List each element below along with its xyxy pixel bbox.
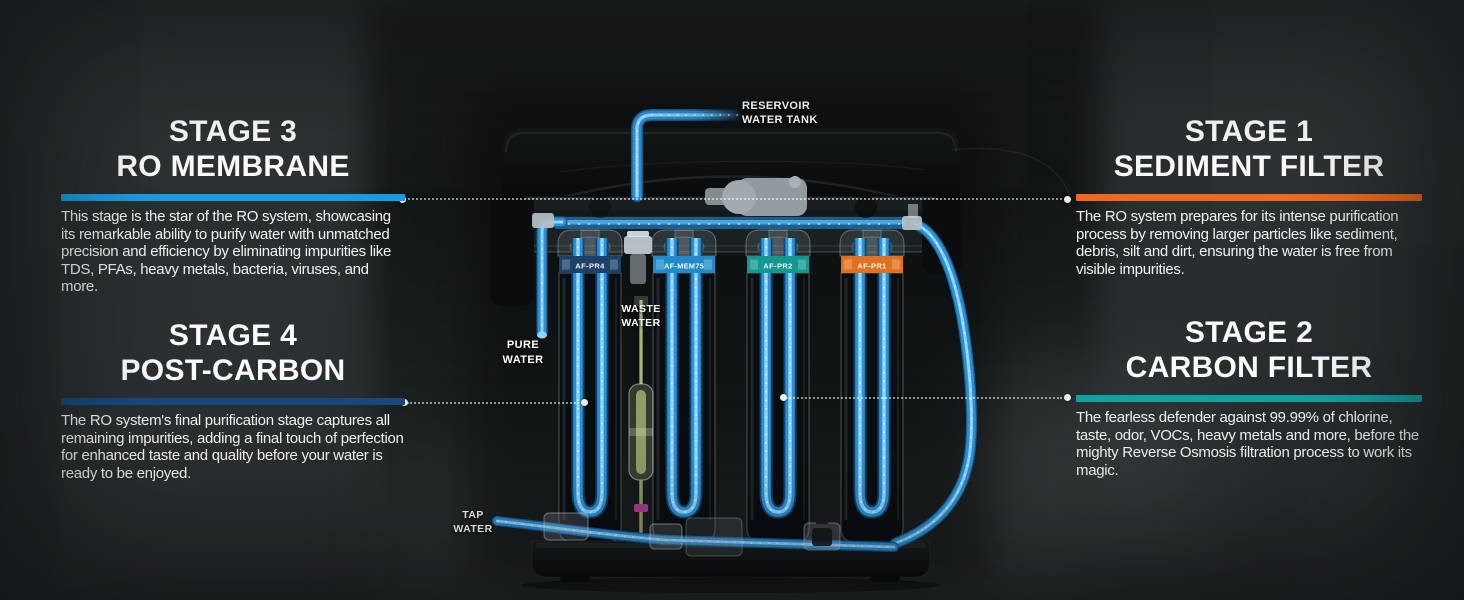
valve-block [685, 517, 743, 557]
tap-water-label: TAP WATER [450, 509, 496, 536]
stage-4-description: The RO system's final purification stage… [61, 412, 404, 482]
droplet-badge [610, 259, 618, 270]
stage-4-title-line2: POST-CARBON [120, 354, 346, 387]
droplet-badge [798, 259, 806, 270]
stage-2-title-line2: CARBON FILTER [1125, 351, 1373, 384]
stage-3-accent-bar [61, 194, 405, 201]
filter-label-band [653, 256, 715, 273]
droplet-badge [892, 259, 900, 270]
stage-2-accent-bar [1076, 395, 1422, 402]
tap-label-line1: TAP [462, 509, 484, 521]
housing-left-foot [490, 200, 534, 306]
callout-line-bottom-left [407, 402, 579, 404]
droplet-badge [704, 259, 712, 270]
waste-flow-restrictor [628, 296, 654, 540]
waste-label-line1: WASTE [621, 303, 661, 315]
stage-1-accent-bar [1076, 194, 1422, 201]
tap-label-line2: WATER [453, 522, 493, 535]
droplet-badge [656, 259, 664, 270]
cartridge-af-pr4: AF-PR4 [557, 229, 623, 543]
reservoir-tube [624, 109, 748, 284]
filter-label-band [747, 256, 809, 273]
filter-code: AF-PR2 [763, 262, 793, 271]
droplet-badge [844, 259, 852, 270]
stage-4-title-line1: STAGE 4 [168, 319, 298, 352]
right-elbow-fitting [902, 216, 922, 230]
stage-3-description: This stage is the star of the RO system,… [61, 208, 392, 296]
inline-fitting [543, 512, 589, 541]
cartridge-af-mem75: AF-MEM75 [651, 229, 717, 543]
filter-label-band [841, 256, 903, 273]
reservoir-label-line1: RESERVOIR [742, 100, 811, 112]
bottom-fittings [543, 506, 841, 557]
pure-label-line1: PURE [506, 339, 540, 351]
reservoir-tank-label: RESERVOIR WATER TANK [742, 100, 818, 127]
waste-water-column [636, 390, 646, 474]
callout-line-bottom-right [786, 397, 1062, 399]
reservoir-label-line2: WATER TANK [742, 113, 818, 126]
callout-line-top [404, 198, 1066, 200]
filter-label-band [559, 256, 621, 273]
inline-fitting [649, 523, 683, 550]
stage-2-title-line1: STAGE 2 [1184, 316, 1314, 349]
filter-code: AF-PR4 [575, 262, 605, 271]
droplet-badge [750, 259, 758, 270]
cartridge-af-pr1: AF-PR1 [839, 229, 905, 543]
stage-1-title-line2: SEDIMENT FILTER [1113, 150, 1385, 183]
pure-water-tube [532, 213, 568, 339]
pure-water-label: PURE WATER [496, 338, 550, 368]
droplet-badge [562, 259, 570, 270]
stage-3-title-line1: STAGE 3 [168, 115, 298, 148]
callout-dot [780, 394, 787, 401]
filter-code: AF-MEM75 [664, 262, 704, 271]
stage-3-title-line2: RO MEMBRANE [116, 150, 350, 183]
callout-dot [581, 399, 588, 406]
callout-dot [1064, 394, 1071, 401]
reservoir-fitting [624, 236, 652, 254]
waste-label-line2: WATER [621, 316, 661, 329]
tap-water-tube [492, 516, 899, 552]
pump-assembly [705, 176, 807, 216]
pure-elbow-fitting [532, 213, 554, 228]
waste-water-label: WASTE WATER [616, 303, 666, 330]
restrictor-ring [634, 504, 648, 512]
stage-2-description: The fearless defender against 99.99% of … [1076, 409, 1419, 479]
right-loop-tube [890, 204, 977, 549]
stage-1-description: The RO system prepares for its intense p… [1076, 208, 1399, 278]
stage-4-accent-bar [61, 398, 405, 405]
housing-right-foot [922, 200, 962, 274]
filter-code: AF-PR1 [857, 262, 887, 271]
cartridge-af-pr2: AF-PR2 [745, 229, 811, 543]
background-light-patch [965, 370, 1205, 570]
callout-dot [1064, 196, 1071, 203]
stage-1-title-line1: STAGE 1 [1184, 115, 1314, 148]
pure-label-line2: WATER [502, 354, 544, 366]
